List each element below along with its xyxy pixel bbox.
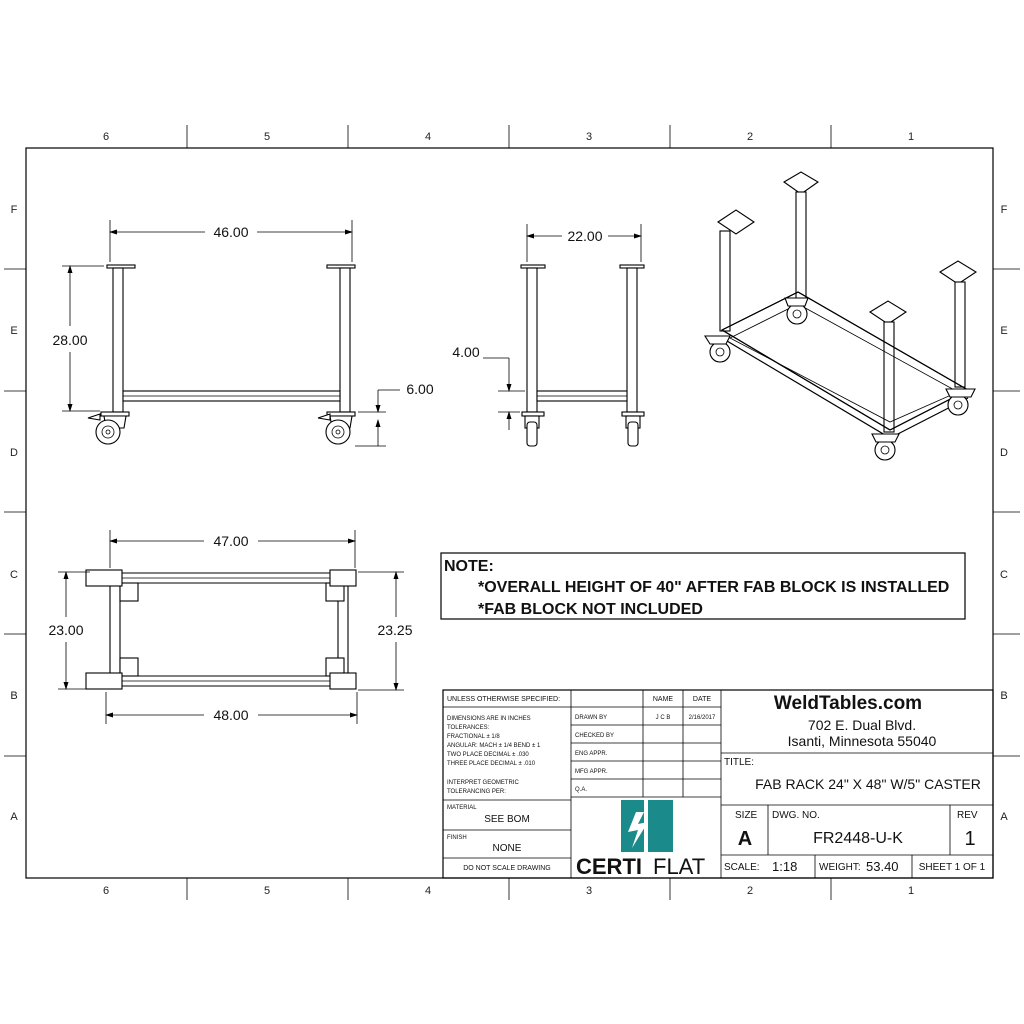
top-view-dimensions — [58, 530, 404, 724]
dwg-no-label: DWG. NO. — [772, 810, 820, 821]
title-block-grid — [442, 689, 994, 879]
zone-row-label-right: E — [1000, 325, 1007, 337]
weight-value: 53.40 — [866, 859, 899, 874]
finish-value: NONE — [493, 843, 522, 854]
drawing-border — [25, 147, 994, 879]
drawn-by-date: 2/16/2017 — [689, 715, 716, 721]
mfg-appr-label: MFG APPR. — [575, 769, 608, 775]
interpret-line: INTERPRET GEOMETRIC — [447, 780, 520, 786]
zone-col-label-bottom: 5 — [264, 885, 270, 897]
side-view — [520, 264, 645, 447]
zone-col-label-top: 6 — [103, 131, 109, 143]
company-address-1: 702 E. Dual Blvd. — [808, 717, 916, 733]
tolerance-line: TWO PLACE DECIMAL ± .030 — [447, 752, 529, 758]
zone-row-label-right: F — [1001, 204, 1008, 216]
zone-row-label-left: E — [10, 325, 17, 337]
unless-specified: UNLESS OTHERWISE SPECIFIED: — [447, 696, 560, 703]
note-box — [440, 552, 966, 620]
zone-col-label-top: 2 — [747, 131, 753, 143]
zone-col-label-bottom: 6 — [103, 885, 109, 897]
dim-caster-height: 6.00 — [406, 381, 433, 397]
material-label: MATERIAL — [447, 805, 477, 811]
title-value: FAB RACK 24" X 48" W/5" CASTER — [755, 776, 981, 792]
tolerance-line: FRACTIONAL ± 1/8 — [447, 734, 500, 740]
dim-front-height: 28.00 — [52, 332, 87, 348]
zone-col-label-top: 1 — [908, 131, 914, 143]
company-address-2: Isanti, Minnesota 55040 — [788, 733, 937, 749]
note-line-2: *FAB BLOCK NOT INCLUDED — [478, 601, 703, 618]
zone-col-label-bottom: 1 — [908, 885, 914, 897]
dim-top-width: 47.00 — [213, 533, 248, 549]
company-name: WeldTables.com — [774, 693, 922, 714]
dwg-no-value: FR2448-U-K — [813, 830, 903, 847]
size-label: SIZE — [735, 810, 758, 821]
zone-row-label-left: F — [11, 204, 18, 216]
zone-row-label-left: D — [10, 447, 18, 459]
dim-bottom-width: 48.00 — [213, 707, 248, 723]
logo-text-flat: FLAT — [653, 854, 705, 879]
dim-depth-left: 23.00 — [48, 622, 83, 638]
top-view — [85, 569, 357, 690]
zone-col-label-bottom: 2 — [747, 885, 753, 897]
col-name: NAME — [653, 696, 674, 703]
material-value: SEE BOM — [484, 814, 530, 825]
qa-label: Q.A. — [575, 787, 587, 793]
zone-row-label-right: B — [1000, 690, 1007, 702]
zone-col-label-bottom: 4 — [425, 885, 431, 897]
checked-by-label: CHECKED BY — [575, 733, 614, 739]
zone-row-label-right: A — [1000, 811, 1008, 823]
zone-row-label-left: B — [10, 690, 17, 702]
sheet-count: SHEET 1 OF 1 — [919, 862, 986, 873]
eng-appr-label: ENG APPR. — [575, 751, 608, 757]
weight-label: WEIGHT: — [819, 862, 861, 873]
finish-label: FINISH — [447, 835, 467, 841]
title-label: TITLE: — [724, 757, 754, 768]
col-date: DATE — [693, 696, 711, 703]
zone-col-label-top: 5 — [264, 131, 270, 143]
interpret-line: TOLERANCING PER: — [447, 789, 506, 795]
rev-label: REV — [957, 810, 978, 821]
zone-ticks — [4, 125, 1020, 900]
zone-col-label-top: 4 — [425, 131, 431, 143]
dim-side-offset: 4.00 — [452, 344, 479, 360]
tolerance-line: THREE PLACE DECIMAL ± .010 — [447, 761, 536, 767]
dim-side-width: 22.00 — [567, 228, 602, 244]
drawn-by-name: J C B — [656, 715, 671, 721]
zone-row-label-right: D — [1000, 447, 1008, 459]
note-heading: NOTE: — [444, 558, 494, 575]
drawn-by-label: DRAWN BY — [575, 715, 607, 721]
certiflat-bolt-icon — [621, 800, 673, 852]
zone-col-label-top: 3 — [586, 131, 592, 143]
zone-row-label-right: C — [1000, 569, 1008, 581]
rev-value: 1 — [964, 828, 975, 850]
size-value: A — [738, 828, 752, 850]
scale-label: SCALE: — [724, 862, 760, 873]
front-view-dimensions — [62, 220, 400, 447]
tolerance-line: TOLERANCES: — [447, 725, 490, 731]
front-view — [87, 264, 356, 445]
do-not-scale: DO NOT SCALE DRAWING — [463, 865, 551, 872]
zone-col-label-bottom: 3 — [586, 885, 592, 897]
dim-front-width: 46.00 — [213, 224, 248, 240]
tolerance-line: DIMENSIONS ARE IN INCHES — [447, 716, 531, 722]
zone-row-label-left: C — [10, 569, 18, 581]
zone-row-label-left: A — [10, 811, 18, 823]
isometric-view — [704, 171, 978, 461]
note-line-1: *OVERALL HEIGHT OF 40" AFTER FAB BLOCK I… — [478, 579, 949, 596]
side-view-dimensions — [483, 224, 642, 430]
logo-text-certi: CERTI — [576, 854, 642, 879]
dim-depth-right: 23.25 — [377, 622, 412, 638]
scale-value: 1:18 — [772, 859, 797, 874]
tolerance-line: ANGULAR: MACH ± 1/4 BEND ± 1 — [447, 743, 541, 749]
